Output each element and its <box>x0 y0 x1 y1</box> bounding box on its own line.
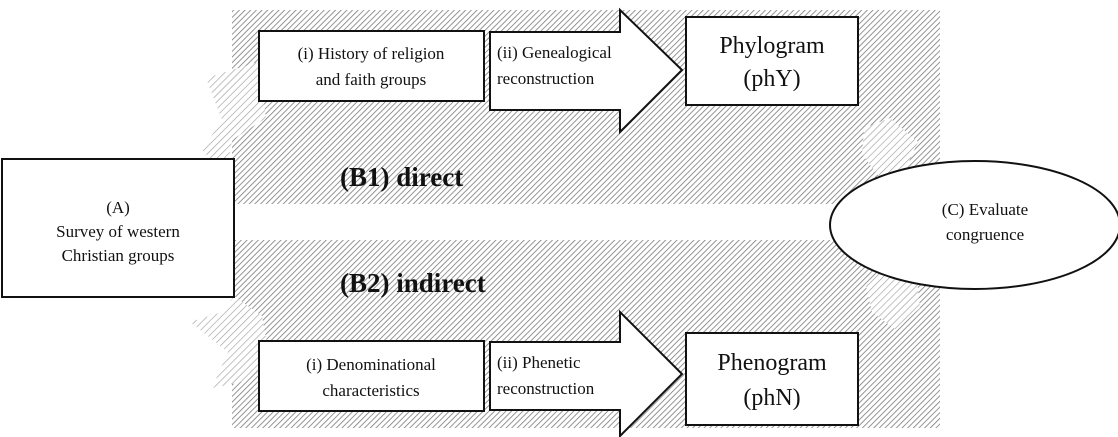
evaluate-line-2: congruence <box>946 225 1024 244</box>
survey-box <box>1 158 235 298</box>
indirect-step1-line-2: characteristics <box>322 381 419 400</box>
indirect-step1-line-1: (i) Denominational <box>306 355 436 374</box>
connector-arrow-to-direct <box>202 62 266 176</box>
survey-line-3: Christian groups <box>62 246 175 265</box>
phylogram-box <box>685 16 859 106</box>
phenogram-abbrev: (phN) <box>743 385 800 411</box>
evaluate-congruence-ellipse <box>829 160 1118 290</box>
direct-step2-arrow <box>489 7 684 135</box>
direct-band-label: (B1) direct <box>340 162 463 192</box>
survey-line-2: Survey of western <box>56 222 180 241</box>
phenogram-box <box>685 332 859 426</box>
survey-line-1: (A) <box>106 198 130 217</box>
indirect-step1-box <box>258 340 485 412</box>
direct-step2-line-1: (ii) Genealogical <box>497 43 612 62</box>
phylogram-abbrev: (phY) <box>743 66 800 92</box>
direct-step1-line-1: (i) History of religion <box>298 44 445 63</box>
connector-arrow-to-indirect <box>190 296 270 388</box>
direct-step2-line-2: reconstruction <box>497 69 595 88</box>
indirect-step2-arrow <box>489 309 684 437</box>
phylogram-title: Phylogram <box>719 33 825 59</box>
evaluate-line-1: (C) Evaluate <box>942 200 1028 219</box>
direct-step1-line-2: and faith groups <box>316 70 426 89</box>
direct-step1-box <box>258 30 485 102</box>
phenogram-title: Phenogram <box>717 350 827 376</box>
indirect-step2-line-1: (ii) Phenetic <box>497 353 581 372</box>
connector-arrow-from-phylogram <box>862 118 918 178</box>
indirect-step2-line-2: reconstruction <box>497 379 595 398</box>
indirect-band-label: (B2) indirect <box>340 268 486 298</box>
